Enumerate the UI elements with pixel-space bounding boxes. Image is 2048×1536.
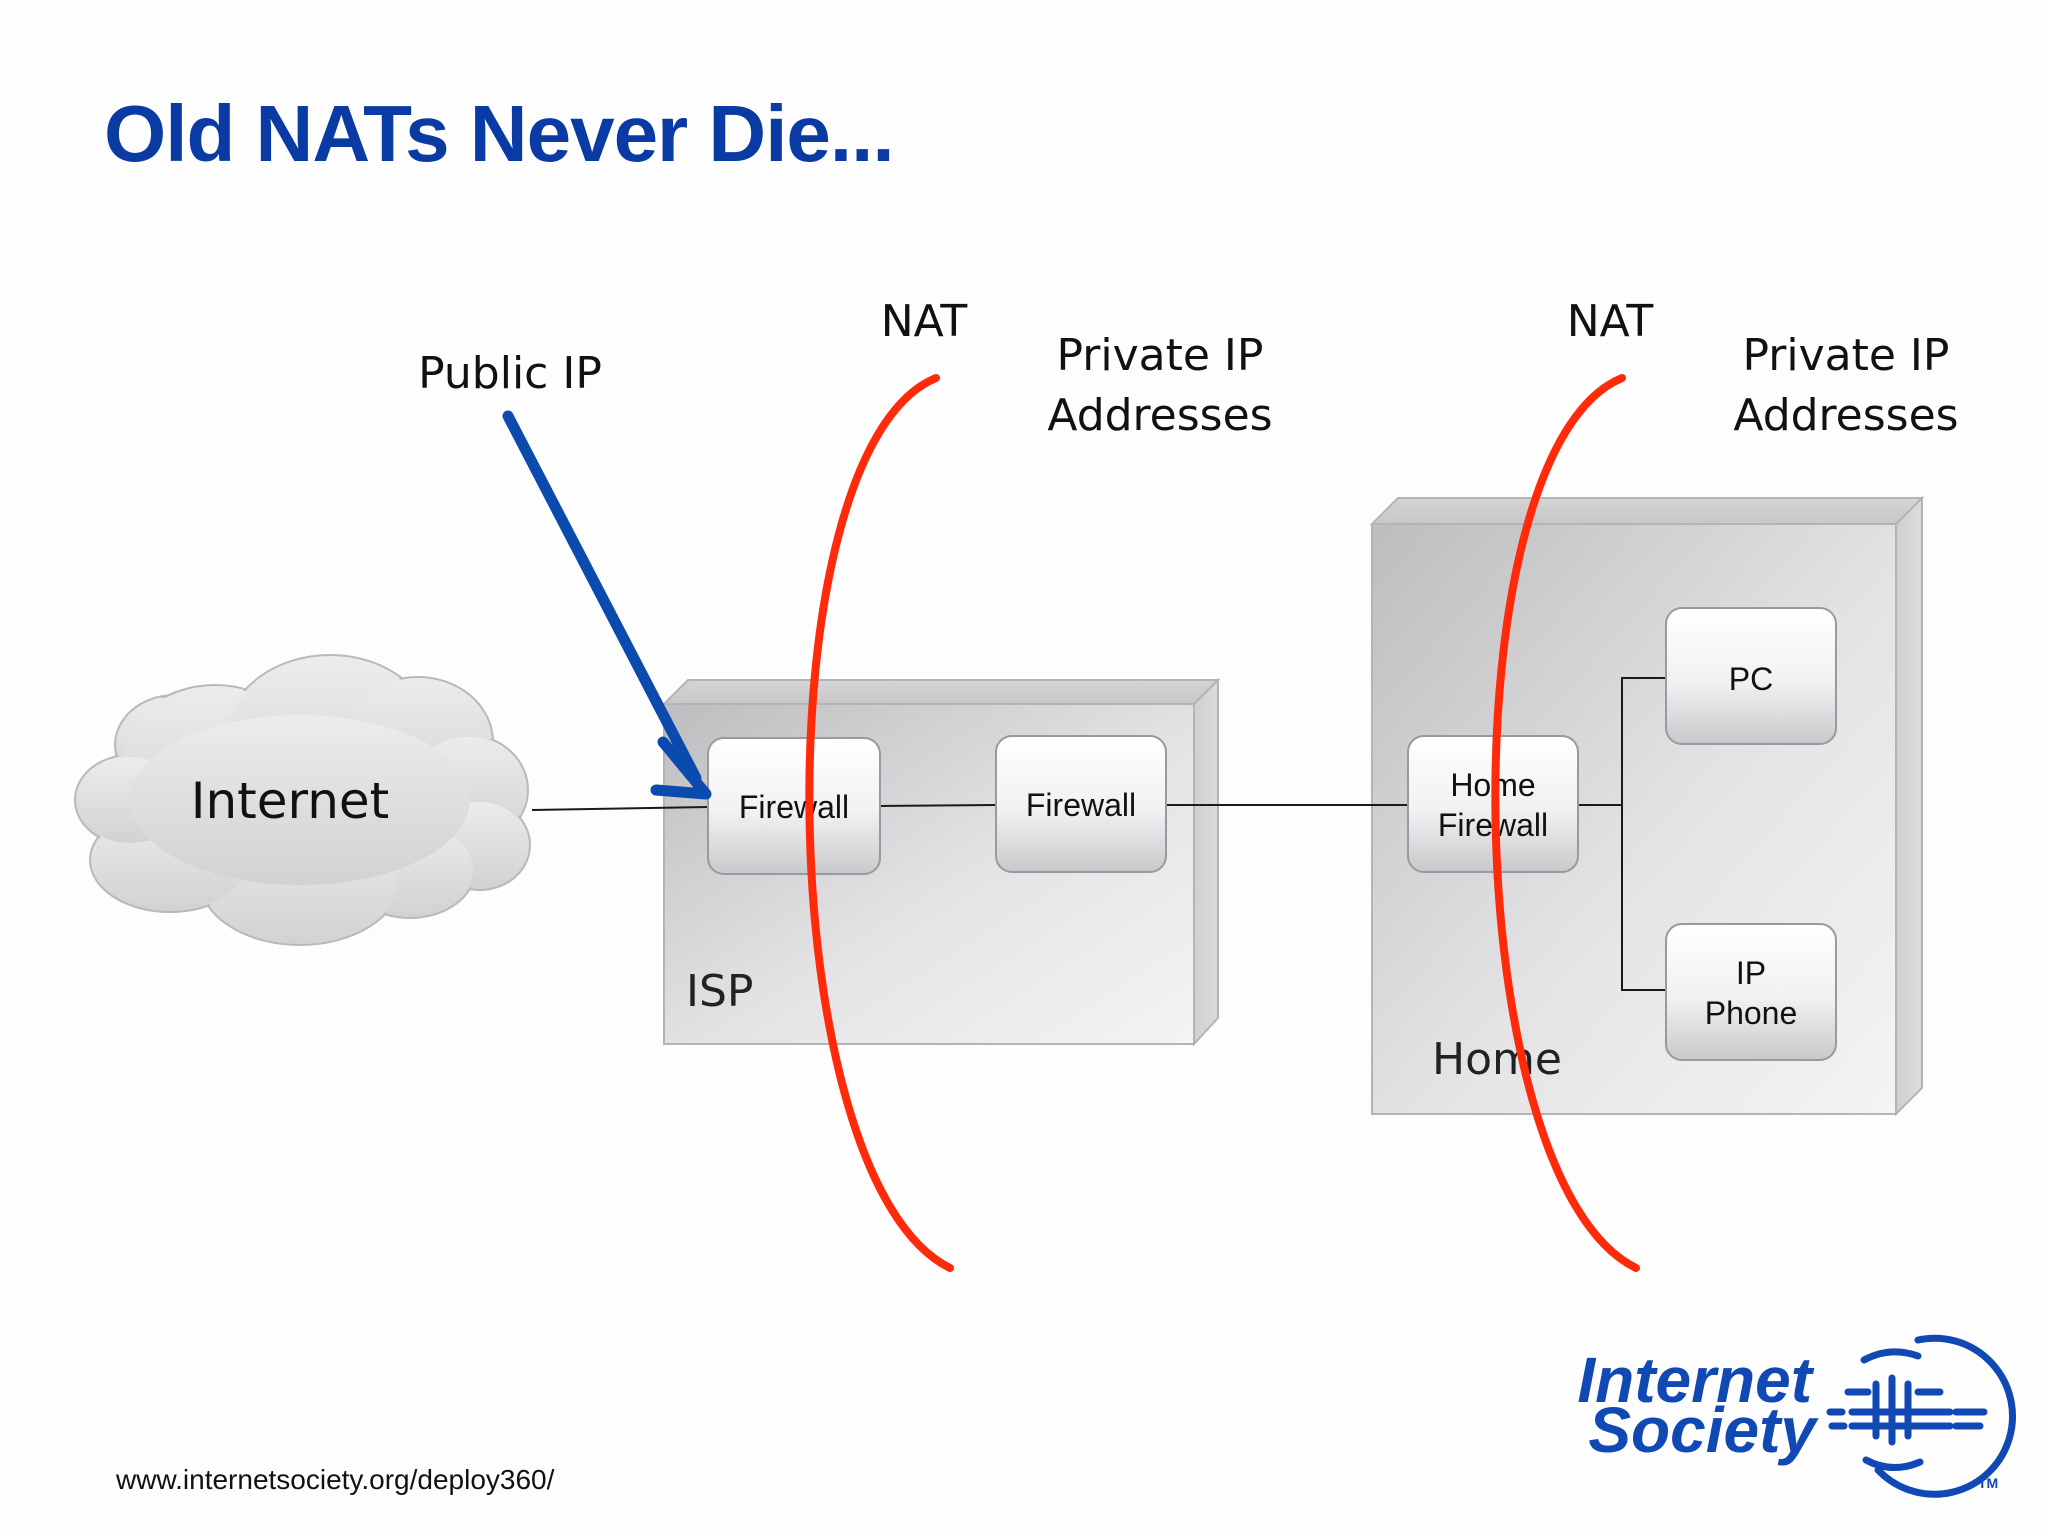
private-ip-label-home-line1: Private IP (1743, 330, 1950, 381)
logo-globe-icon (1826, 1334, 2016, 1498)
private-ip-label-home-line2: Addresses (1733, 390, 1958, 441)
ip-phone-label-line1: IP (1736, 955, 1766, 991)
logo-wordmark-line1: Internet (1577, 1344, 1814, 1416)
ip-phone-label-line2: Phone (1705, 995, 1798, 1031)
slide-title: Old NATs Never Die... (104, 89, 895, 178)
isp-firewall-outer-label: Firewall (739, 789, 849, 825)
isp-label: ISP (686, 966, 753, 1017)
nat-label-isp: NAT (881, 296, 968, 347)
private-ip-label-isp-line1: Private IP (1057, 330, 1264, 381)
pc-label: PC (1729, 661, 1773, 697)
public-ip-label: Public IP (418, 348, 602, 399)
pc-node: PC (1665, 607, 1837, 745)
isp-firewall-inner-label: Firewall (1026, 787, 1136, 823)
logo-wordmark-line2: Society (1588, 1394, 1819, 1466)
home-label: Home (1432, 1034, 1562, 1085)
logo-trademark: TM (1978, 1475, 1998, 1491)
link-firewall-firewall (879, 804, 997, 807)
internet-label: Internet (191, 772, 390, 830)
internet-society-logo: Internet Society TM (1577, 1334, 2016, 1498)
isp-firewall-outer: Firewall (707, 737, 881, 875)
ip-phone-node: IP Phone (1665, 923, 1837, 1061)
nat-label-home: NAT (1567, 296, 1654, 347)
link-bus-devices (1621, 677, 1666, 991)
footer-url[interactable]: www.internetsociety.org/deploy360/ (116, 1464, 555, 1495)
internet-cloud: Internet (74, 654, 531, 946)
isp-firewall-inner: Firewall (995, 735, 1167, 873)
link-internet-firewall (531, 806, 709, 811)
private-ip-label-isp-line2: Addresses (1047, 390, 1272, 441)
network-links (531, 677, 1666, 991)
nat-boundary-curve-isp (805, 374, 954, 1272)
public-ip-arrow (502, 410, 712, 800)
nat-boundary-curve-home (1491, 374, 1640, 1272)
